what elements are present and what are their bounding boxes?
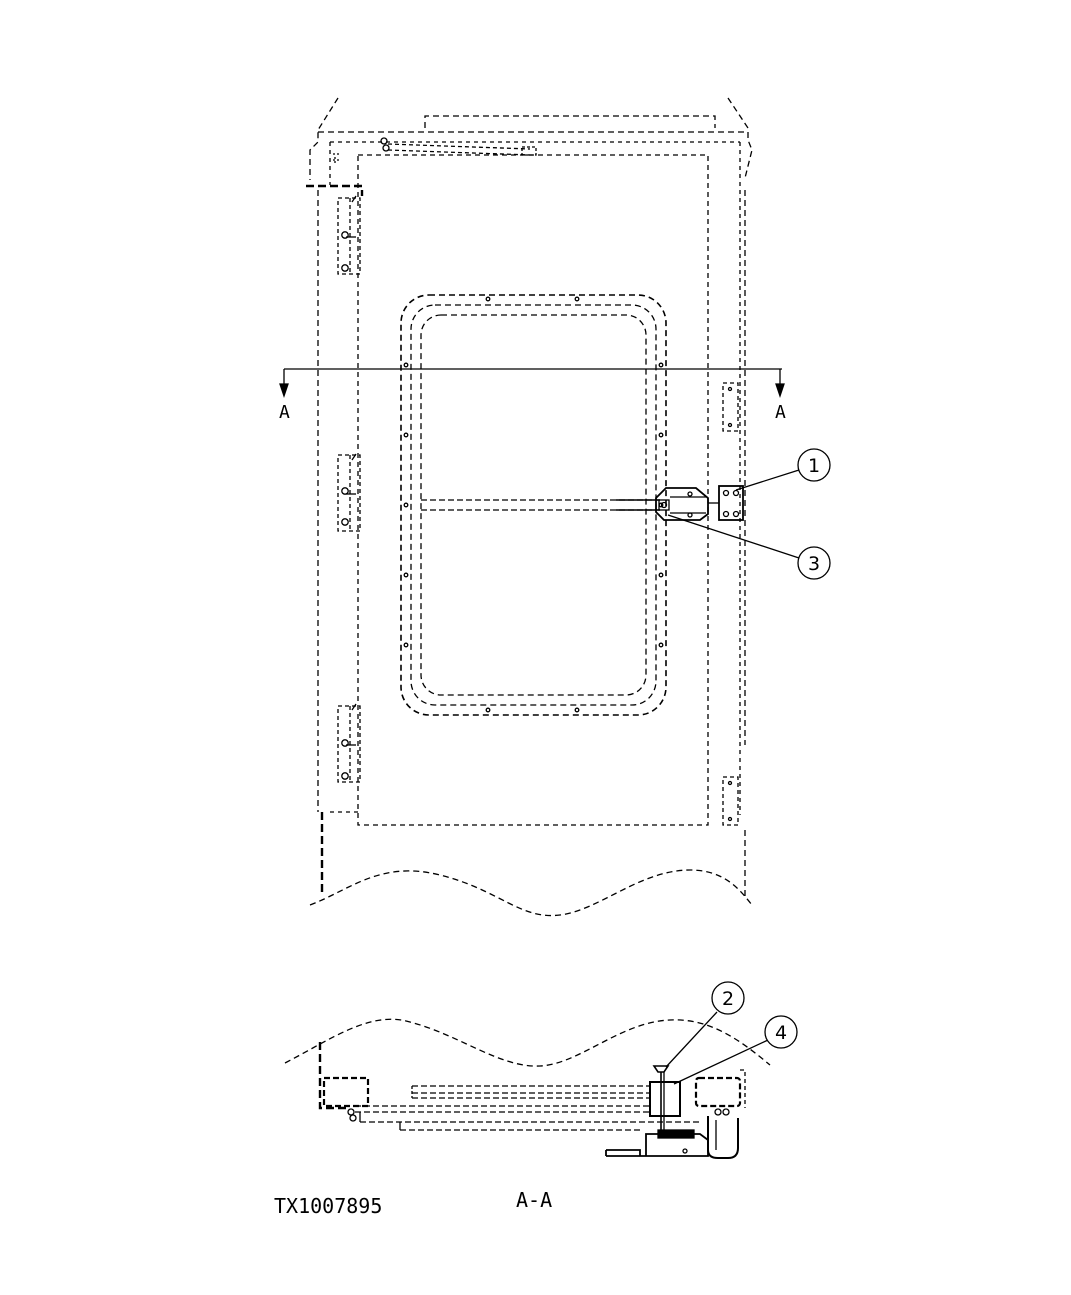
seal-marks bbox=[333, 153, 341, 163]
latch-bolt bbox=[652, 1065, 670, 1138]
post-bracket-lower bbox=[722, 776, 739, 826]
right-seal-block bbox=[694, 1076, 742, 1108]
callout-3-number: 3 bbox=[808, 553, 820, 575]
latch-assembly bbox=[655, 487, 709, 521]
window-middle-frame bbox=[410, 304, 657, 706]
window-fasteners bbox=[403, 296, 664, 713]
window-outer-frame bbox=[400, 294, 667, 716]
break-line-section-view bbox=[284, 1018, 771, 1067]
hinge-middle bbox=[337, 453, 361, 532]
upper-left-corner-bracket bbox=[306, 184, 364, 196]
callout-4-leader bbox=[673, 1039, 769, 1085]
callout-2-balloon bbox=[711, 981, 745, 1015]
break-line-top-view bbox=[309, 869, 753, 917]
callout-2-group bbox=[665, 981, 745, 1068]
cab-top-left-edge bbox=[309, 97, 339, 180]
callout-2-leader bbox=[665, 1011, 718, 1068]
section-mark-right: A bbox=[775, 402, 786, 423]
striker-plate bbox=[708, 485, 744, 521]
callout-2-number: 2 bbox=[722, 988, 734, 1010]
post-bracket-upper bbox=[722, 382, 739, 432]
hinge-upper bbox=[337, 195, 361, 275]
left-post-profile bbox=[318, 1042, 348, 1110]
section-cut-line bbox=[279, 368, 785, 399]
door-front-view bbox=[306, 97, 753, 917]
callout-4-number: 4 bbox=[775, 1022, 787, 1044]
callout-4-group bbox=[673, 1015, 798, 1085]
cab-top-right-edge bbox=[727, 97, 753, 179]
callout-4-balloon bbox=[764, 1015, 798, 1049]
hinge-lower bbox=[337, 703, 361, 783]
right-post-bend bbox=[707, 1116, 739, 1159]
callout-1-number: 1 bbox=[808, 455, 820, 477]
callout-1-group bbox=[735, 448, 831, 491]
section-view-a-a bbox=[284, 1018, 771, 1159]
section-arrow-right bbox=[775, 383, 785, 399]
section-view-title: A-A bbox=[516, 1188, 552, 1212]
left-seal-block bbox=[322, 1076, 370, 1108]
latch-rod bbox=[421, 499, 660, 511]
callout-3-group bbox=[667, 514, 831, 580]
drawing-id: TX1007895 bbox=[274, 1194, 382, 1218]
window-glass bbox=[420, 314, 647, 696]
callout-1-leader bbox=[735, 469, 800, 491]
latch-handle-profile bbox=[605, 1133, 709, 1157]
door-top-strut bbox=[380, 137, 537, 156]
cab-frame-top-inner bbox=[424, 115, 716, 128]
callout-3-leader bbox=[667, 514, 800, 559]
latch-housing bbox=[649, 1081, 681, 1117]
callout-3-balloon bbox=[797, 546, 831, 580]
section-arrow-left bbox=[279, 383, 289, 399]
section-mark-left: A bbox=[279, 402, 290, 423]
callout-1-balloon bbox=[797, 448, 831, 482]
